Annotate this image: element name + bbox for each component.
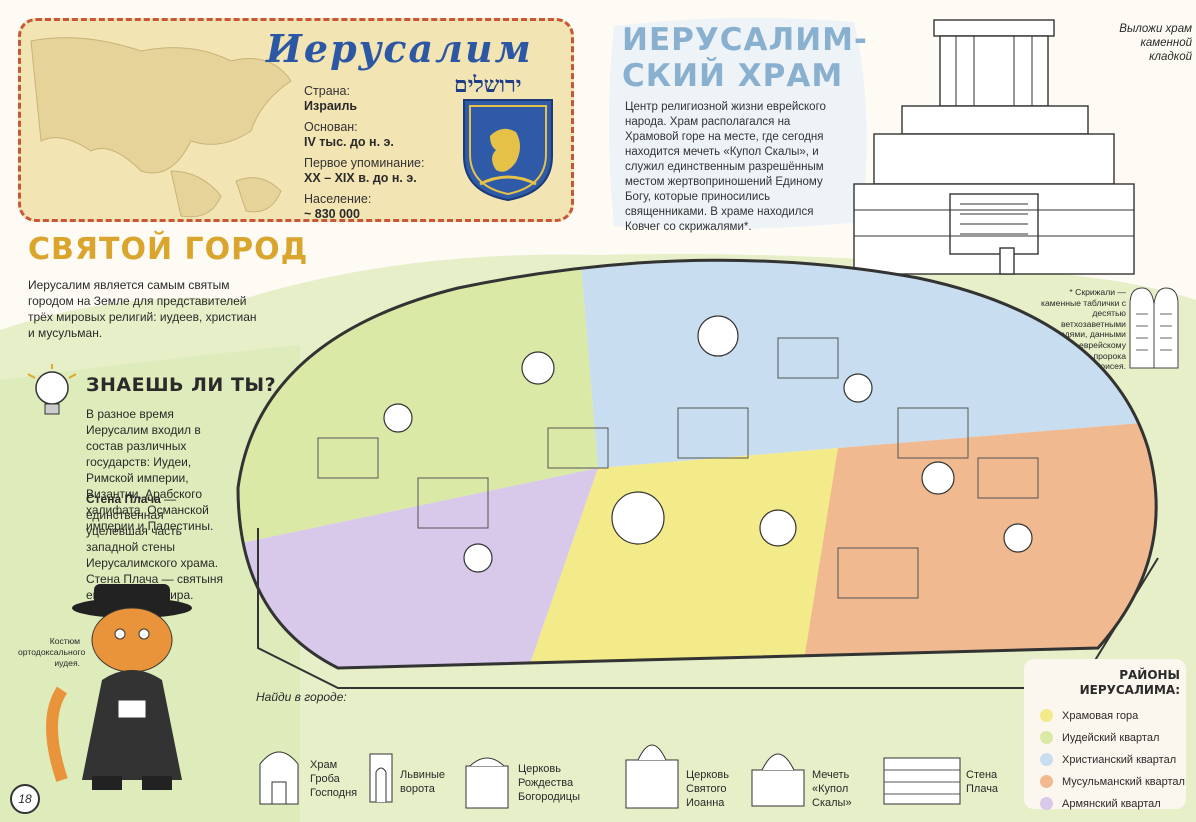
temple-title-line1: ИЕРУСАЛИМ- [622,22,868,58]
legend-label: Мусульманский квартал [1062,775,1185,788]
fact-founded-value: IV тыс. до н. э. [304,135,394,149]
dome-of-rock-icon [751,753,805,807]
world-map [30,37,292,218]
fact-country-value: Израиль [304,99,358,113]
legend-label: Храмовая гора [1062,709,1139,722]
orthodox-cat-illustration [46,584,192,790]
city-facts: Страна: Израиль Основан: IV тыс. до н. э… [304,84,424,228]
temple-title-line2: СКИЙ ХРАМ [622,58,844,94]
fact-country-label: Страна: [304,84,350,98]
did-you-know-text: В разное время Иерусалим входил в состав… [86,407,214,533]
legend-swatch [1040,797,1053,810]
coat-of-arms-icon [463,99,553,202]
legend-item-temple-mount: Храмовая гора [1040,709,1138,722]
fact-founded-label: Основан: [304,120,358,134]
lightbulb-icon [27,364,77,415]
western-wall-bold: Стена Плача [86,492,161,506]
temple-title-bg [609,17,867,230]
fact-first-mention-value: XX – XIX в. до н. э. [304,171,417,185]
legend-label: Иудейский квартал [1062,731,1160,744]
nativity-church-icon [465,757,509,809]
legend-swatch [1040,775,1053,788]
legend-label: Армянский квартал [1062,797,1161,810]
legend-swatch [1040,709,1053,722]
legend-title: РАЙОНЫ ИЕРУСАЛИМА: [1079,668,1180,697]
legend-item-muslim: Мусульманский квартал [1040,775,1185,788]
lions-gate-icon [369,753,393,803]
fact-population-label: Население: [304,192,372,206]
find-item-st-john-church: Церковь Святого Иоанна [686,769,730,809]
lay-temple-hint: Выложи храм каменной кладкой [1119,23,1192,63]
find-in-city-title: Найди в городе: [256,690,347,704]
legend-item-christian: Христианский квартал [1040,753,1176,766]
western-wall-icon [883,757,961,805]
find-item-nativity-church: Церковь Рождества Богородицы [518,763,580,803]
temple-description: Центр религиозной жизни еврейского народ… [625,101,826,233]
temple-title: ИЕРУСАЛИМ- СКИЙ ХРАМ [622,22,868,94]
did-you-know-title: ЗНАЕШЬ ЛИ ТЫ? [86,374,277,396]
legend-label: Христианский квартал [1062,753,1177,766]
holy-city-text: Иерусалим является самым святым городом … [28,278,257,340]
old-city-map [236,258,1159,689]
fact-first-mention-label: Первое упоминание: [304,156,425,170]
st-john-church-icon [625,744,679,809]
holy-sepulchre-icon [259,751,299,805]
legend-swatch [1040,731,1053,744]
find-item-dome-of-rock: Мечеть «Купол Скалы» [812,769,852,809]
quarter-temple-mount-area [518,448,838,668]
holy-city-title: СВЯТОЙ ГОРОД [28,232,309,267]
temple-drawing [853,19,1135,275]
quarter-muslim-area [778,418,1157,668]
legend-item-jewish: Иудейский квартал [1040,731,1159,744]
tablets-icon [1129,287,1179,369]
city-title: Иерусалим [266,26,533,71]
legend-swatch [1040,753,1053,766]
hebrew-name: ירושלים [454,72,522,98]
find-item-holy-sepulchre: Храм Гроба Господня [310,759,358,799]
find-item-western-wall: Стена Плача [966,769,999,795]
legend-item-armenian: Армянский квартал [1040,797,1161,810]
quarter-armenian-area [238,468,598,668]
page-number: 18 [10,784,40,814]
costume-note: Костюм ортодоксального иудея. [18,636,86,668]
fact-population-value: ~ 830 000 [304,207,360,221]
find-item-lions-gate: Львиные ворота [400,769,446,795]
